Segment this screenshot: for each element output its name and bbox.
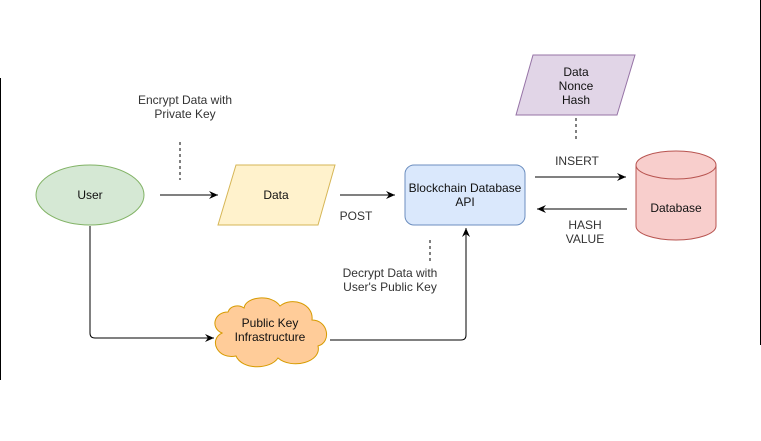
database-body [635,165,717,241]
user-node[interactable] [35,164,145,226]
encrypt-annotation: Encrypt Data with Private Key [137,93,233,121]
database-top [635,150,717,180]
insert-annotation: INSERT [555,154,599,168]
pki-node[interactable] [214,297,327,368]
data-nonce-hash-node[interactable] [515,54,636,116]
data-nonce-hash-label: Data Nonce Hash [558,65,594,107]
database-node[interactable] [635,150,717,241]
data-label: Data [263,188,289,202]
post-annotation: POST [339,209,373,223]
hash-value-annotation: HASH VALUE [565,218,605,246]
edge-pki-to-api [330,228,470,341]
user-label: User [77,188,103,202]
api-node[interactable] [404,164,526,226]
decrypt-annotation: Decrypt Data with User's Public Key [342,266,438,294]
data-node[interactable] [217,164,336,226]
pki-label: Public Key Infrastructure [234,316,306,344]
database-label: Database [650,201,702,215]
edge-user-to-pki [89,226,214,342]
api-label: Blockchain Database API [408,181,522,209]
